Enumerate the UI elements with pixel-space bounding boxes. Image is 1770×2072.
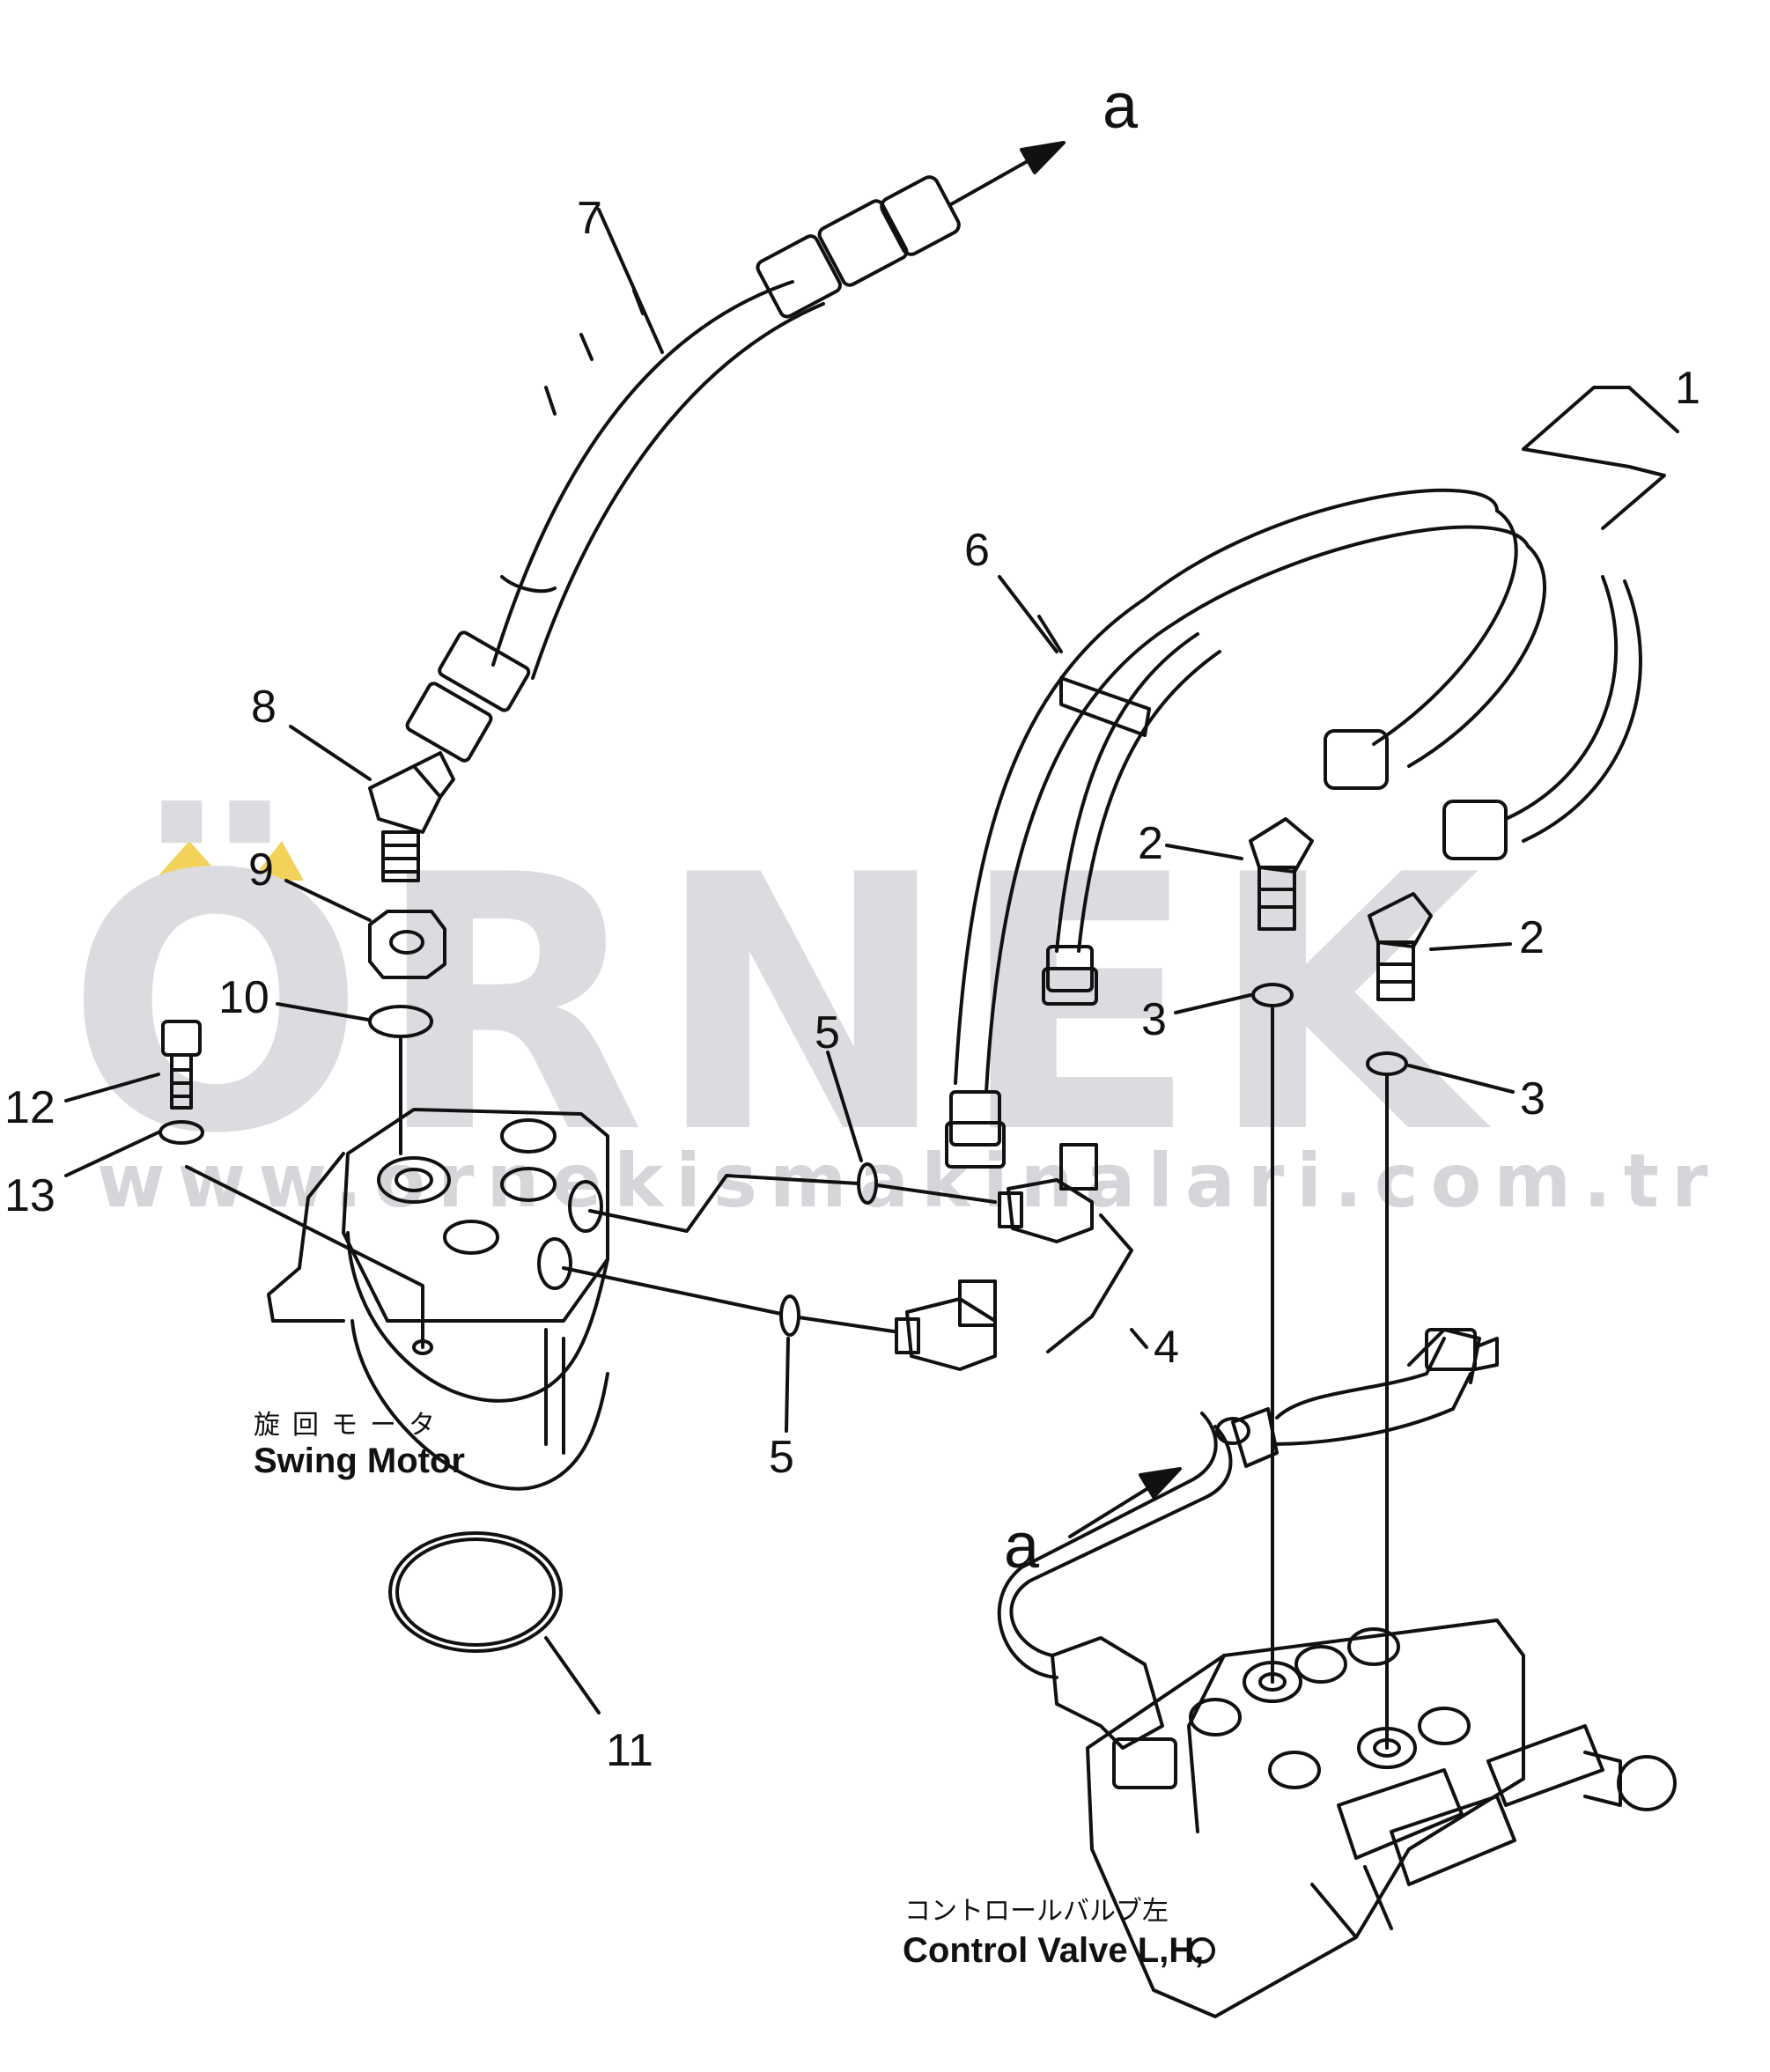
oring-3-left (1251, 983, 1294, 1007)
callout-3-right: 3 (1520, 1073, 1545, 1124)
watermark-accent-right (251, 841, 304, 881)
watermark-accent-left (154, 841, 225, 881)
callout-9: 9 (248, 844, 274, 896)
callout-1: 1 (1675, 363, 1700, 414)
swing-motor (267, 1108, 609, 1491)
callout-labels: a a 1 2 2 3 3 4 5 5 6 7 8 9 10 11 12 13 … (4, 71, 1700, 1970)
fitting-2-left (1249, 817, 1314, 931)
oring-10 (368, 1005, 433, 1038)
elbow-4-upper (998, 1143, 1098, 1243)
swing-motor-caption-jp: 旋回モータ (254, 1410, 447, 1441)
oring-11 (388, 1531, 563, 1653)
elbow-8 (368, 751, 455, 882)
watermark: ÖRNEK www.ornekismakinalari.com.tr (66, 797, 1720, 1224)
callout-2-right: 2 (1519, 912, 1545, 963)
flow-marker-top: a (1103, 71, 1139, 142)
callout-2-left: 2 (1138, 818, 1163, 869)
flow-marker-bottom: a (1004, 1511, 1040, 1582)
callout-5-lower: 5 (769, 1432, 794, 1483)
swing-motor-caption-en: Swing Motor (254, 1442, 465, 1480)
control-valve-caption-en: Control Valve L,H, (903, 1931, 1204, 1970)
fitting-2-right (1368, 892, 1433, 1001)
callout-3-left: 3 (1141, 994, 1167, 1045)
watermark-url: www.ornekismakinalari.com.tr (97, 1138, 1720, 1224)
callout-8: 8 (251, 682, 277, 733)
nut-9 (368, 910, 446, 979)
callout-4: 4 (1154, 1322, 1179, 1373)
callout-11: 11 (606, 1725, 653, 1776)
oring-5-lower (779, 1294, 800, 1337)
elbow-4-lower (895, 1279, 997, 1371)
callout-5-upper: 5 (815, 1007, 840, 1058)
watermark-brand: ÖRNEK (66, 797, 1493, 1211)
bolt-12 (161, 1020, 202, 1110)
callout-7: 7 (577, 193, 602, 244)
line-art (64, 141, 1679, 2018)
callout-6: 6 (964, 525, 990, 576)
hose-7 (405, 141, 1066, 763)
control-valve (997, 1328, 1677, 2018)
callout-12: 12 (4, 1082, 55, 1133)
callout-13: 13 (4, 1170, 55, 1221)
callout-10: 10 (218, 972, 269, 1023)
control-valve-caption-jp: コントロールバルブ左 (904, 1896, 1169, 1927)
hoses-1-and-6 (945, 488, 1642, 1169)
